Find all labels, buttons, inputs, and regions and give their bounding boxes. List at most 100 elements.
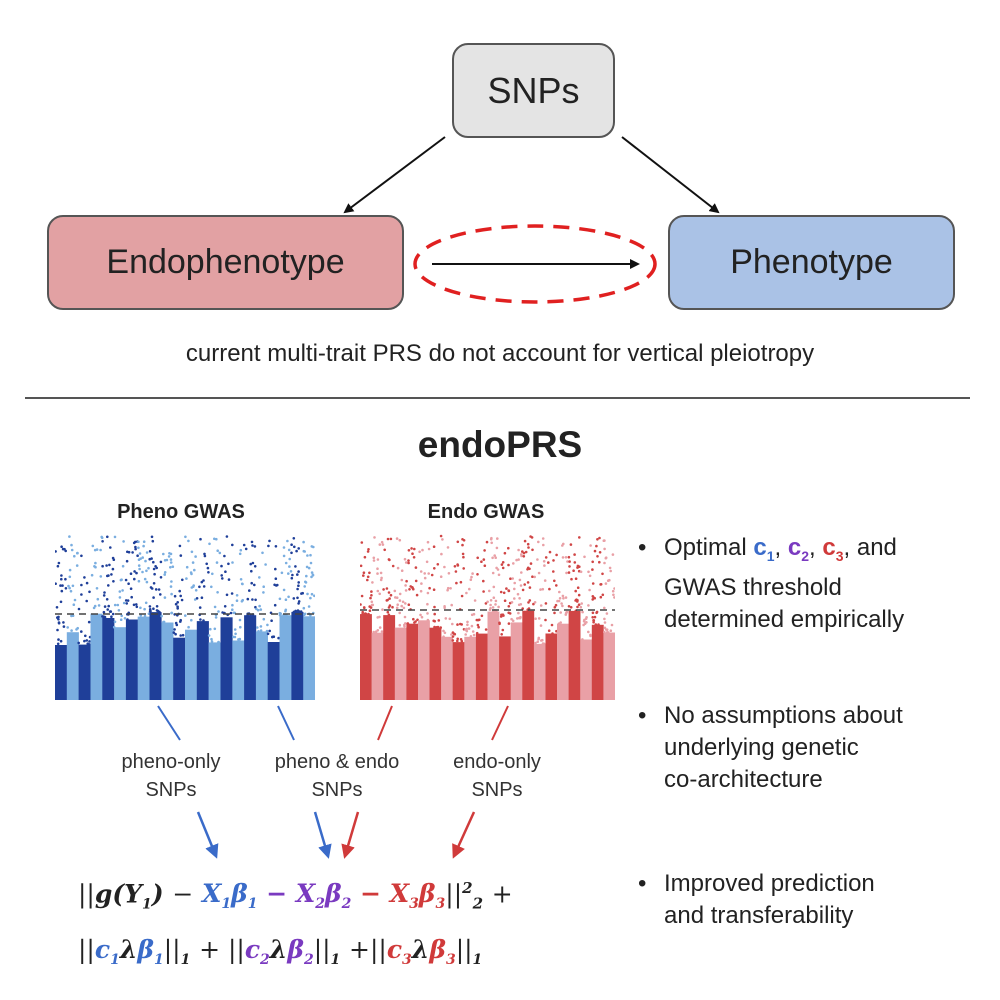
pheno-snp-point [120, 614, 123, 618]
pheno-snp-point [189, 571, 193, 574]
pheno-snp-point [290, 551, 293, 555]
endo-snp-point [411, 552, 414, 555]
pleiotropy-caption: current multi-trait PRS do not account f… [185, 340, 815, 367]
pheno-snp-point [64, 549, 67, 553]
pheno-snp-point [216, 549, 219, 552]
endo-snp-point [476, 556, 479, 560]
endo-snp-point [500, 563, 504, 566]
endo-snp-point [408, 588, 411, 591]
pheno-snp-point [262, 617, 266, 621]
endo-snp-point [524, 550, 528, 554]
pheno-snp-point [148, 557, 151, 561]
pheno-snp-point [251, 598, 254, 601]
pheno-snp-point [206, 566, 210, 570]
pheno-snp-point [87, 620, 91, 624]
endo-snp-point [599, 595, 603, 599]
pheno-snp-point [258, 604, 261, 608]
endo-snp-point [567, 555, 571, 559]
bullet-text: No assumptions about underlying genetic … [664, 700, 974, 796]
endo-snp-point [510, 601, 514, 604]
pheno-snp-point [111, 612, 115, 616]
endo-snp-point [403, 557, 407, 561]
endo-chromosome-band [522, 610, 535, 700]
pheno-snp-point [64, 587, 68, 590]
endo-snp-point [528, 599, 532, 602]
endo-snp-point [582, 623, 585, 627]
pheno-snp-point [310, 592, 314, 596]
endo-plot-line-2 [491, 705, 509, 741]
endo-chromosome-band [406, 623, 419, 700]
endo-snp-point [404, 589, 408, 592]
endo-snp-point [613, 596, 615, 599]
endo-snp-point [601, 572, 604, 576]
shared-line2: SNPs [311, 779, 363, 801]
pheno-snp-point [55, 582, 57, 585]
pheno-snp-point [202, 585, 206, 588]
pheno-chromosome-band [102, 618, 115, 700]
endo-snp-point [503, 599, 507, 602]
pheno-snp-point [95, 587, 99, 590]
endo-snp-point [488, 608, 492, 612]
endo-snp-point [456, 540, 460, 544]
endo-snp-point [603, 621, 607, 624]
endo-snp-point [544, 556, 548, 559]
pheno-snp-point [224, 570, 227, 573]
endo-snp-point [533, 601, 537, 604]
pheno-snp-point [85, 581, 89, 585]
endo-snp-point [436, 563, 440, 566]
endo-snp-point [539, 588, 542, 591]
endo-snp-point [541, 537, 545, 540]
pheno-snp-point [105, 598, 109, 601]
pheno-snp-point [294, 565, 297, 568]
endo-snp-point [443, 565, 446, 569]
endo-snp-point [518, 616, 522, 620]
pheno-snp-point [244, 547, 248, 551]
pheno-snp-point [84, 634, 87, 638]
endo-snp-point [484, 602, 488, 605]
endo-snp-point [515, 558, 518, 562]
endo-snp-point [576, 586, 580, 589]
pheno-snp-point [200, 580, 204, 584]
endo-snp-point [398, 538, 402, 542]
pheno-snp-point [297, 570, 300, 573]
endo-snp-point [372, 559, 376, 562]
endo-snp-point [433, 612, 436, 616]
pheno-snp-point [88, 640, 91, 643]
endo-snp-point [500, 633, 503, 636]
pheno-snp-point [62, 625, 66, 628]
endo-snp-point [492, 585, 496, 589]
pheno-snp-point [109, 546, 112, 549]
c3-subscript: 3 [835, 547, 844, 564]
b1-sep1: , [774, 534, 788, 561]
endo-snp-point [501, 566, 505, 570]
endo-only-line1: endo-only [453, 751, 541, 773]
b2-line1: No assumptions about [664, 702, 903, 729]
pheno-snp-point [194, 589, 198, 592]
endo-snp-point [507, 546, 510, 550]
endo-snp-point [404, 622, 407, 625]
pheno-snp-point [72, 603, 76, 606]
c1-symbol: c [753, 534, 767, 561]
pheno-snp-point [173, 594, 177, 598]
pheno-snp-point [99, 575, 103, 578]
endo-snp-point [489, 603, 492, 607]
endo-snp-point [547, 629, 551, 632]
pheno-chromosome-band [303, 616, 315, 700]
endo-snp-point [363, 555, 367, 559]
pheno-snp-point [59, 639, 63, 643]
pheno-snp-point [178, 589, 181, 593]
pheno-snp-point [107, 584, 110, 587]
endo-chromosome-band [557, 623, 569, 700]
endo-snp-point [410, 547, 413, 550]
pheno-snp-point [296, 609, 300, 612]
endo-only-snps-label: endo-only SNPs [392, 748, 602, 804]
pheno-snp-point [274, 577, 278, 580]
endo-snp-point [548, 587, 551, 591]
pheno-snp-point [179, 618, 182, 622]
endo-snp-point [603, 617, 606, 621]
endo-snp-point [576, 605, 579, 609]
endo-snp-point [522, 551, 526, 555]
pheno-snp-point [105, 564, 108, 567]
pheno-snp-point [270, 619, 273, 622]
endo-gwas-title: Endo GWAS [427, 501, 545, 523]
